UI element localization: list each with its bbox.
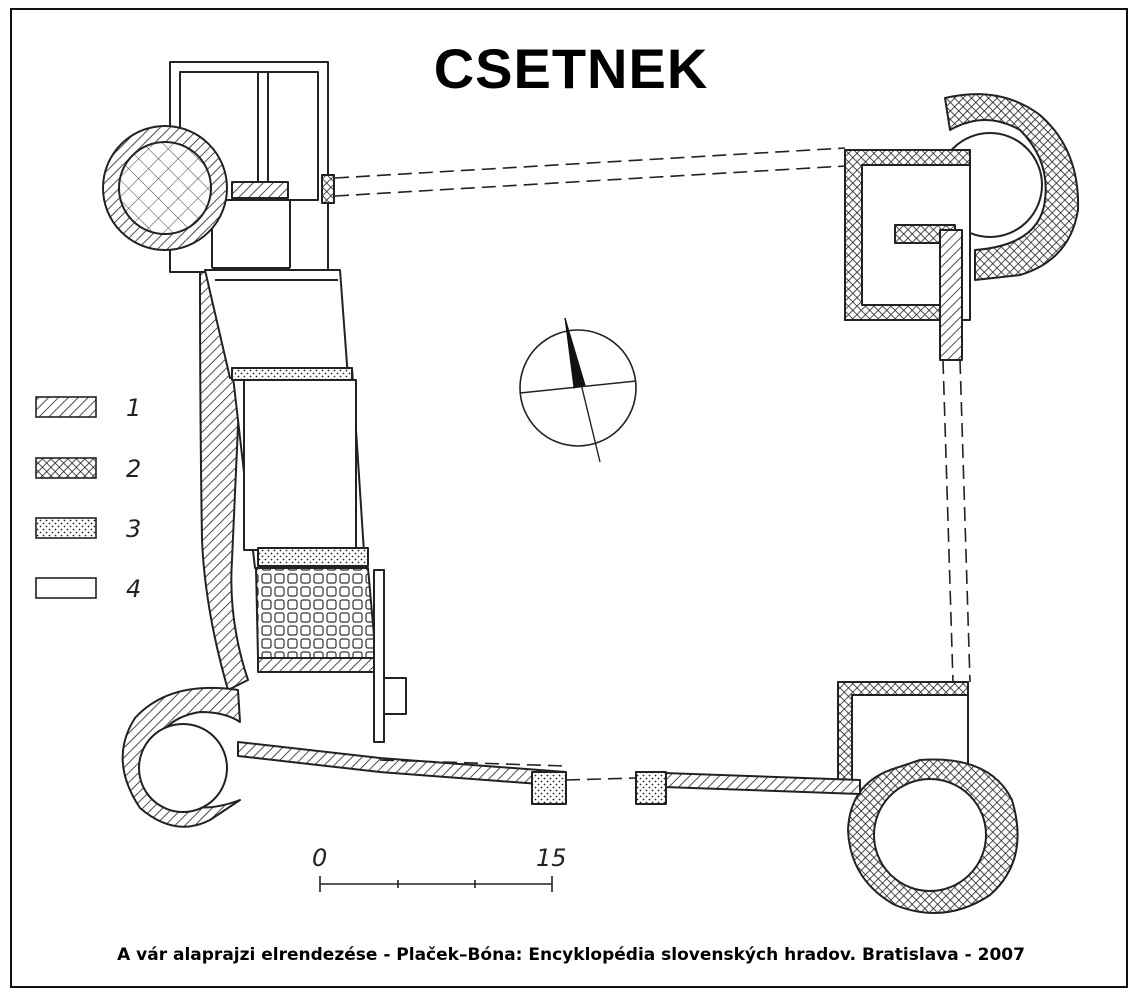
scale-bar: 0 15 <box>312 844 567 892</box>
legend-label-4: 4 <box>126 575 141 603</box>
northwest-tower <box>102 125 228 251</box>
southwest-bastion <box>121 686 567 828</box>
legend-label-1: 1 <box>126 394 141 422</box>
legend-swatch-2 <box>35 457 97 479</box>
reconstructed-walls <box>334 147 971 781</box>
plan-title: CSETNEK <box>433 37 709 100</box>
scale-end-label: 15 <box>536 844 567 872</box>
scale-start-label: 0 <box>312 844 327 872</box>
legend-swatch-4 <box>35 577 97 599</box>
northeast-tower <box>844 93 1080 361</box>
legend: 1 2 3 4 <box>35 394 141 603</box>
north-arrow <box>519 317 637 463</box>
southeast-tower <box>635 681 1019 914</box>
source-caption: A vár alaprajzi elrendezése - Plaček–Bón… <box>117 945 1025 965</box>
legend-swatch-1 <box>35 396 97 418</box>
legend-label-3: 3 <box>126 515 141 543</box>
legend-label-2: 2 <box>126 455 141 483</box>
legend-swatch-3 <box>35 517 97 539</box>
